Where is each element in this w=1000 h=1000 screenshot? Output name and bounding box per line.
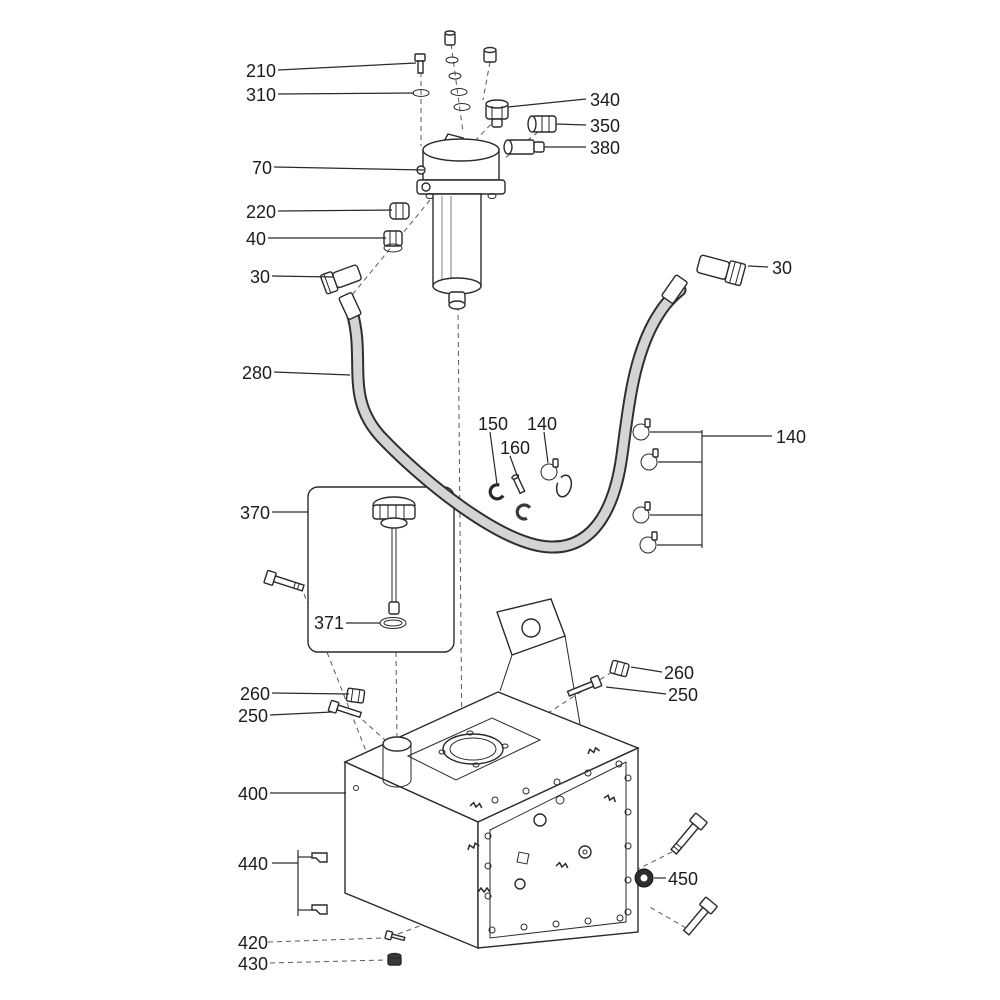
leader-lines [268, 63, 772, 963]
panel-holes [354, 761, 632, 933]
elbow-fitting-left [320, 262, 363, 294]
part-label-371: 371 [313, 613, 344, 633]
grommet-450 [635, 869, 653, 887]
hose-clamps-right [633, 419, 658, 553]
spring-pins [467, 747, 617, 892]
filter-bowl [433, 194, 481, 309]
part-label-260-left: 260 [239, 684, 270, 704]
part-label-310: 310 [245, 85, 276, 105]
clip-440-lower [312, 905, 327, 914]
washer-small-1 [451, 89, 467, 96]
part-label-260-right: 260 [664, 663, 695, 683]
bushing-260-right [610, 660, 630, 677]
breather-340 [486, 100, 508, 127]
part-label-30-right: 30 [772, 258, 793, 278]
part-label-280: 280 [241, 363, 272, 383]
part-label-220: 220 [245, 202, 276, 222]
tank-panel-inner-line [490, 762, 626, 938]
part-label-400: 400 [237, 784, 268, 804]
part-label-30-left: 30 [249, 267, 270, 287]
clamp-group-middle [489, 459, 574, 520]
dipstick-box [308, 487, 454, 652]
bolt-250-right [566, 675, 602, 698]
hose-clamp-3 [633, 502, 650, 523]
filler-cap-dipstick [373, 497, 415, 614]
ring-thin [554, 474, 573, 499]
screw-420 [385, 931, 405, 944]
long-bolt-left [264, 570, 305, 594]
small-plug-a [445, 31, 455, 45]
small-plug-b [484, 48, 496, 63]
clip-440-upper [312, 853, 327, 862]
part-label-140-middle: 140 [527, 414, 558, 434]
filler-neck-cylinder [383, 737, 411, 787]
part-label-420: 420 [237, 933, 268, 953]
pin-160 [511, 474, 525, 494]
mounting-tab [497, 599, 580, 724]
bushing-260-left [346, 688, 365, 703]
washer-small-2 [454, 104, 470, 111]
filler-opening [408, 718, 540, 780]
hydraulic-hose [339, 275, 688, 548]
part-label-160: 160 [500, 438, 531, 458]
fitting-40 [384, 231, 402, 252]
o-ring-small-2 [449, 73, 461, 79]
filter-head-70 [417, 134, 505, 199]
part-label-350: 350 [590, 116, 621, 136]
hose-end-fitting-left [339, 292, 362, 320]
filter-assembly [384, 31, 556, 309]
hose-clamp-1 [633, 419, 650, 440]
part-label-250-left: 250 [237, 706, 268, 726]
hose-clamp-2 [641, 449, 658, 470]
plug-350 [528, 116, 556, 132]
clip-dark [515, 503, 531, 520]
o-ring-small-1 [446, 57, 458, 63]
hydraulic-tank [345, 599, 638, 948]
hose-clamp-middle-140 [541, 459, 558, 480]
part-label-150: 150 [478, 414, 509, 434]
part-label-380: 380 [590, 138, 621, 158]
part-label-450: 450 [668, 869, 699, 889]
part-label-210: 210 [245, 61, 276, 81]
fitting-380 [504, 140, 544, 154]
bolt-right-lower [680, 897, 717, 937]
hose-clamp-4 [640, 532, 657, 553]
bolt-right-upper [668, 813, 708, 856]
hose-end-fitting-right [661, 275, 687, 304]
bolt-210 [415, 54, 425, 73]
part-label-370: 370 [239, 503, 270, 523]
nut-220 [390, 203, 409, 219]
bolt-250-left [328, 700, 362, 720]
part-label-70: 70 [251, 158, 272, 178]
part-label-250-right: 250 [668, 685, 699, 705]
part-label-440: 440 [237, 854, 268, 874]
part-label-340: 340 [590, 90, 621, 110]
plug-430 [388, 954, 401, 966]
clip-150 [489, 484, 504, 501]
elbow-fitting-right [696, 253, 746, 286]
part-label-140-right: 140 [776, 427, 807, 447]
part-label-40: 40 [245, 229, 266, 249]
part-label-430: 430 [237, 954, 268, 974]
